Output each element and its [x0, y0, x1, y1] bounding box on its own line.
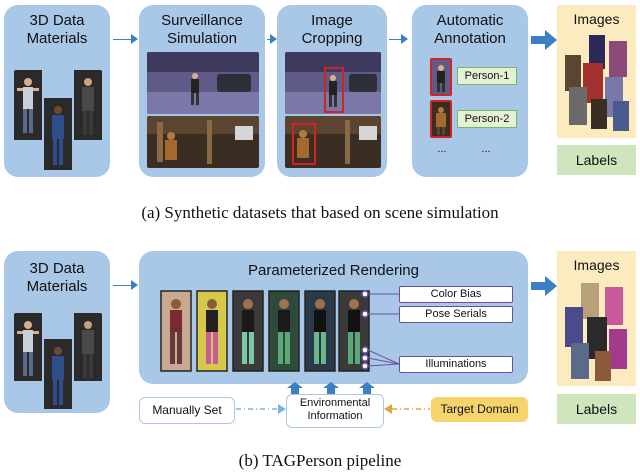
attribute-color-bias: Color Bias	[399, 286, 513, 303]
images-label-top: Images	[573, 11, 620, 27]
dashed-arrow-target-to-env	[384, 404, 430, 414]
strip-4	[268, 290, 300, 372]
character-models-image-top	[14, 70, 102, 170]
images-box-bottom: Images	[557, 251, 636, 386]
arrow-materials-to-surveillance	[113, 39, 131, 40]
annotation-title: Automatic Annotation	[434, 12, 506, 47]
materials-panel-top: 3D Data Materials	[4, 5, 110, 177]
cropping-title: Image Cropping	[301, 12, 363, 47]
arrow-head-3	[401, 34, 408, 44]
arrow-head-4	[131, 280, 138, 290]
materials-title-bottom: 3D Data Materials	[26, 260, 88, 295]
images-box-top: Images	[557, 5, 636, 138]
big-arrow-top	[531, 30, 557, 50]
materials-title-top: 3D Data Materials	[26, 12, 88, 47]
arrow-head-1	[131, 34, 138, 44]
synthetic-images-collage-bottom	[565, 283, 627, 381]
arrow-head-2	[270, 34, 277, 44]
character-models-image-bottom	[14, 313, 102, 409]
surveillance-scene-top-image	[147, 52, 259, 114]
images-label-bottom: Images	[573, 257, 620, 273]
cropping-scene-top-image	[285, 52, 381, 114]
strip-1	[160, 290, 192, 372]
strip-6	[338, 290, 370, 372]
caption-b: (b) TAGPerson pipeline	[238, 451, 402, 470]
ellipsis-right: ...	[481, 143, 491, 155]
environmental-info-box: Environmental Information	[286, 394, 384, 428]
person-1-label: Person-1	[457, 67, 517, 85]
attribute-pose-serials: Pose Serials	[399, 306, 513, 323]
surveillance-title: Surveillance Simulation	[161, 12, 243, 47]
surveillance-scene-bottom-image	[147, 116, 259, 168]
strip-5	[304, 290, 336, 372]
attribute-connectors	[361, 290, 400, 370]
rendered-person-strips	[160, 290, 370, 372]
materials-panel-bottom: 3D Data Materials	[4, 251, 110, 413]
labels-box-bottom: Labels	[557, 394, 636, 424]
annotated-crop-1	[430, 58, 452, 96]
rendering-title: Parameterized Rendering	[248, 262, 419, 279]
synthetic-images-collage-top	[565, 35, 629, 131]
dashed-arrow-manual-to-env	[236, 404, 286, 414]
strip-3	[232, 290, 264, 372]
surveillance-panel: Surveillance Simulation	[139, 5, 265, 177]
arrow-cropping-to-annotation	[389, 39, 401, 40]
target-domain-box: Target Domain	[431, 397, 528, 422]
cropping-scene-bottom-image	[285, 116, 381, 168]
environment-up-arrows	[287, 382, 375, 394]
ellipsis-left: ...	[437, 143, 447, 155]
annotation-panel: Automatic Annotation Person-1 Person-2 .…	[412, 5, 528, 177]
big-arrow-bottom	[531, 276, 557, 296]
labels-box-top: Labels	[557, 145, 636, 175]
arrow-materials-to-rendering	[113, 285, 131, 286]
strip-2	[196, 290, 228, 372]
manually-set-box: Manually Set	[139, 397, 235, 424]
caption-a: (a) Synthetic datasets that based on sce…	[141, 203, 499, 222]
person-2-label: Person-2	[457, 110, 517, 128]
annotated-crop-2	[430, 100, 452, 138]
attribute-illuminations: Illuminations	[399, 356, 513, 373]
arrow-surveillance-to-cropping	[267, 39, 270, 40]
cropping-panel: Image Cropping	[277, 5, 387, 177]
